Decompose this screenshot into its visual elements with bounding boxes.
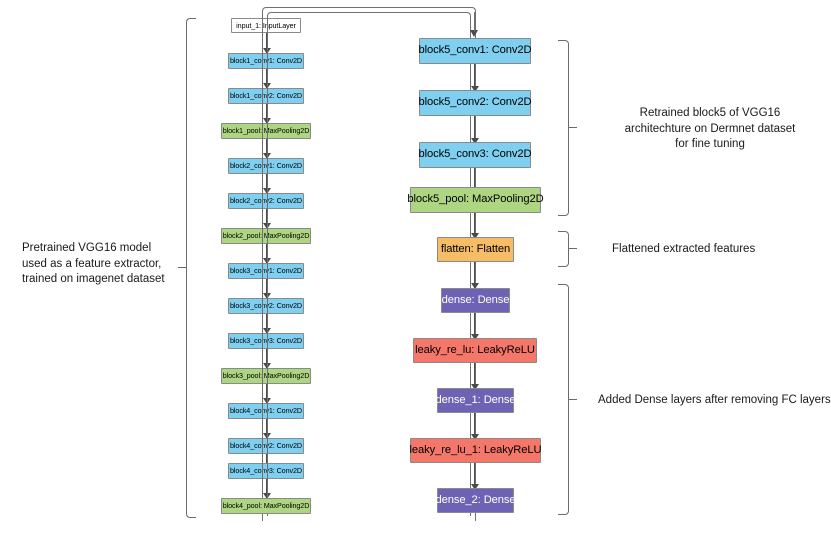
- annotation-added-dense-layers: Added Dense layers after removing FC lay…: [598, 394, 831, 406]
- node-flatten: flatten: Flatten: [437, 237, 514, 262]
- annotation-retrained-block5: Retrained block5 of VGG16 architechture …: [624, 107, 796, 151]
- node-label: dense: Dense: [441, 293, 510, 306]
- node-block2-conv1: block2_conv1: Conv2D: [228, 158, 304, 174]
- node-label: block1_conv1: Conv2D: [230, 56, 302, 66]
- edge-arrow: [470, 413, 479, 440]
- node-block4-conv2: block4_conv2: Conv2D: [228, 438, 304, 454]
- node-label: block5_conv2: Conv2D: [418, 96, 532, 109]
- edge-arrow: [262, 419, 271, 439]
- node-leaky-re-lu: leaky_re_lu: LeakyReLU: [413, 338, 537, 363]
- node-label: dense_1: Dense: [435, 393, 516, 406]
- node-block1-conv2: block1_conv2: Conv2D: [228, 88, 304, 104]
- skip-wire-drop: [473, 12, 475, 32]
- node-label: block4_conv3: Conv2D: [230, 466, 302, 476]
- edge-arrow: [262, 384, 271, 404]
- edge-arrow: [262, 279, 271, 299]
- node-block5-conv3: block5_conv3: Conv2D: [418, 142, 532, 168]
- node-dense-1: dense_1: Dense: [435, 388, 516, 413]
- node-block1-pool: block1_pool: MaxPooling2D: [221, 123, 311, 139]
- node-block5-conv1: block5_conv1: Conv2D: [418, 38, 532, 64]
- node-block2-pool: block2_pool: MaxPooling2D: [221, 228, 311, 244]
- node-dense: dense: Dense: [441, 288, 510, 313]
- edge-arrow: [262, 174, 271, 194]
- node-block4-pool-overlay: block4_pool: MaxPooling2D: [221, 498, 311, 514]
- edge-arrow: [262, 479, 271, 499]
- retrained-block5-bracket-tick: [568, 127, 577, 129]
- node-label: dense_2: Dense: [435, 493, 516, 506]
- node-label: block1_pool: MaxPooling2D: [222, 126, 310, 136]
- node-label: block4_conv2: Conv2D: [230, 441, 302, 451]
- node-input-1: input_1: InputLayer: [231, 18, 301, 33]
- pretrained-vgg16-bracket: [186, 18, 196, 518]
- node-label: block2_conv1: Conv2D: [230, 161, 302, 171]
- edge-arrow: [470, 463, 479, 490]
- node-block3-pool: block3_pool: MaxPooling2D: [221, 368, 311, 384]
- node-label: block2_pool: MaxPooling2D: [222, 231, 310, 241]
- node-block4-conv3: block4_conv3: Conv2D: [228, 463, 304, 479]
- node-label: block4_conv1: Conv2D: [230, 406, 302, 416]
- edge-arrow: [470, 363, 479, 390]
- node-label: block5_conv1: Conv2D: [418, 44, 532, 57]
- edge-arrow: [470, 262, 479, 289]
- edge-arrow: [470, 213, 479, 239]
- node-block3-conv2: block3_conv2: Conv2D: [228, 298, 304, 314]
- flattened-features-bracket-tick: [568, 248, 577, 250]
- node-block4-conv1: block4_conv1: Conv2D: [228, 403, 304, 419]
- skip-wire-inner: [267, 12, 471, 516]
- edge-arrow: [262, 244, 271, 264]
- node-label: block3_conv3: Conv2D: [230, 336, 302, 346]
- annotation-pretrained-vgg16: Pretrained VGG16 model used as a feature…: [22, 242, 165, 286]
- node-leaky-re-lu-1: leaky_re_lu_1: LeakyReLU: [409, 438, 542, 463]
- skip-wire-arrowhead: [470, 30, 478, 37]
- annotation-flattened-features: Flattened extracted features: [612, 243, 756, 255]
- skip-wire-outer: [262, 7, 476, 521]
- node-block3-conv1: block3_conv1: Conv2D: [228, 263, 304, 279]
- edge-arrow: [262, 314, 271, 334]
- node-label: block5_pool: MaxPooling2D: [407, 193, 544, 206]
- edge-arrow: [262, 139, 271, 159]
- node-label: block1_conv2: Conv2D: [230, 91, 302, 101]
- pretrained-vgg16-bracket-tick: [178, 267, 187, 269]
- edge-arrow: [262, 33, 271, 54]
- node-block2-conv2: block2_conv2: Conv2D: [228, 193, 304, 209]
- edge-arrow: [262, 69, 271, 89]
- node-label: block3_conv1: Conv2D: [230, 266, 302, 276]
- node-block1-conv1: block1_conv1: Conv2D: [228, 53, 304, 69]
- node-label: flatten: Flatten: [440, 242, 511, 255]
- edge-arrow: [262, 349, 271, 369]
- edge-arrow: [470, 313, 479, 340]
- node-block3-conv3: block3_conv3: Conv2D: [228, 333, 304, 349]
- node-label: block3_conv2: Conv2D: [230, 301, 302, 311]
- node-label: block2_conv2: Conv2D: [230, 196, 302, 206]
- node-label: block5_conv3: Conv2D: [418, 148, 532, 161]
- node-label: input_1: InputLayer: [236, 20, 296, 30]
- node-label: block4_pool: MaxPooling2D: [222, 501, 310, 511]
- node-label: leaky_re_lu: LeakyReLU: [415, 343, 535, 356]
- edge-arrow: [470, 116, 479, 144]
- edge-arrow: [262, 209, 271, 229]
- node-label: leaky_re_lu_1: LeakyReLU: [409, 443, 542, 456]
- edge-arrow: [470, 64, 479, 92]
- node-dense-2: dense_2: Dense: [435, 488, 516, 513]
- edge-arrow: [262, 104, 271, 124]
- node-block5-pool: block5_pool: MaxPooling2D: [407, 187, 544, 213]
- node-block5-conv2: block5_conv2: Conv2D: [418, 90, 532, 116]
- node-label: block3_pool: MaxPooling2D: [222, 371, 310, 381]
- added-dense-layers-bracket-tick: [568, 399, 577, 401]
